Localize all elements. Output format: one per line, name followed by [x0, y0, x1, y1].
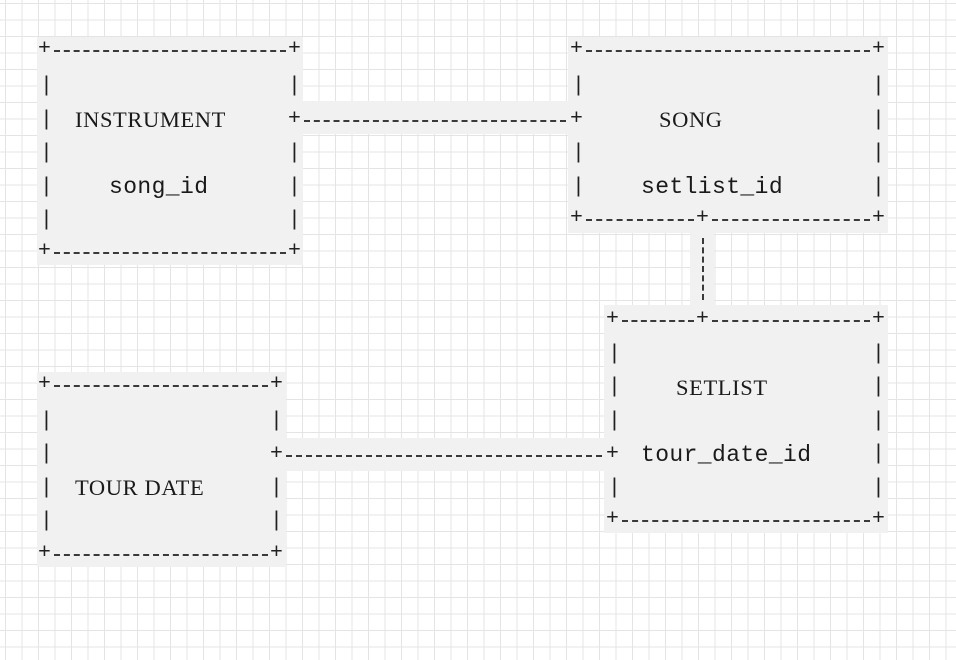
instrument-side-left-1: |: [40, 74, 53, 98]
tour-date-corner-br: +: [270, 541, 283, 565]
instrument-connector-left-end: +: [288, 107, 301, 131]
tour-date-border-top: [54, 385, 268, 387]
instrument-box-highlight: [37, 37, 303, 265]
song-connector-right-end: +: [570, 107, 583, 131]
setlist-side-right-5: |: [872, 476, 885, 500]
tour-date-side-right-3: |: [270, 476, 283, 500]
instrument-side-right-4: |: [288, 175, 301, 199]
setlist-side-right-3: |: [872, 409, 885, 433]
instrument-side-left-3: |: [40, 141, 53, 165]
setlist-border-bottom: [622, 520, 870, 522]
song-field: setlist_id: [641, 174, 784, 200]
tour-date-corner-tr: +: [270, 372, 283, 396]
setlist-box-highlight: [604, 305, 888, 533]
tour-date-side-right-1: |: [270, 409, 283, 433]
setlist-border-top-right: [712, 320, 870, 322]
instrument-side-left-4: |: [40, 175, 53, 199]
song-corner-bm: +: [696, 206, 709, 230]
instrument-corner-tl: +: [38, 37, 51, 61]
setlist-corner-br: +: [872, 507, 885, 531]
instrument-side-right-3: |: [288, 141, 301, 165]
song-corner-tl: +: [570, 37, 583, 61]
song-corner-br: +: [872, 206, 885, 230]
setlist-side-left-3: |: [608, 409, 621, 433]
instrument-border-top: [54, 50, 286, 52]
tour-date-entity-name: TOUR DATE: [75, 475, 205, 500]
song-box-highlight: [568, 37, 888, 233]
setlist-field: tour_date_id: [641, 442, 812, 468]
tourdate-setlist-line: [286, 455, 602, 457]
setlist-side-left-2: |: [608, 375, 621, 399]
instrument-song-link-highlight: [300, 101, 570, 134]
instrument-corner-br: +: [288, 239, 301, 263]
setlist-connector-right-end: +: [606, 442, 619, 466]
tour-date-side-right-4: |: [270, 509, 283, 533]
song-side-right-4: |: [872, 175, 885, 199]
song-setlist-line: [702, 238, 704, 300]
song-border-bottom-left: [586, 219, 694, 221]
setlist-border-top-left: [622, 320, 694, 322]
song-side-right-1: |: [872, 74, 885, 98]
instrument-song-line: [304, 120, 566, 122]
song-side-right-2: |: [872, 108, 885, 132]
setlist-corner-bl: +: [606, 507, 619, 531]
instrument-field: song_id: [109, 174, 209, 200]
song-border-top: [586, 50, 870, 52]
instrument-side-left-2: |: [40, 108, 53, 132]
song-corner-tr: +: [872, 37, 885, 61]
song-side-left-3: |: [572, 141, 585, 165]
tour-date-corner-bl: +: [38, 541, 51, 565]
tour-date-box-highlight: [37, 372, 286, 567]
tour-date-corner-tl: +: [38, 372, 51, 396]
instrument-entity-name: INSTRUMENT: [75, 107, 226, 132]
setlist-side-right-4: |: [872, 442, 885, 466]
tourdate-setlist-link-highlight: [280, 438, 610, 471]
instrument-corner-tr: +: [288, 37, 301, 61]
setlist-side-left-5: |: [608, 476, 621, 500]
tour-date-side-left-4: |: [40, 509, 53, 533]
instrument-side-right-1: |: [288, 74, 301, 98]
tour-date-side-left-1: |: [40, 409, 53, 433]
tour-date-border-bottom: [54, 554, 268, 556]
song-side-left-1: |: [572, 74, 585, 98]
setlist-corner-tr: +: [872, 307, 885, 331]
song-side-right-3: |: [872, 141, 885, 165]
tour-date-connector-left-end: +: [270, 442, 283, 466]
setlist-side-right-2: |: [872, 375, 885, 399]
song-corner-bl: +: [570, 206, 583, 230]
instrument-side-left-5: |: [40, 208, 53, 232]
setlist-side-left-1: |: [608, 342, 621, 366]
setlist-entity-name: SETLIST: [676, 375, 768, 400]
tour-date-side-left-3: |: [40, 476, 53, 500]
song-border-bottom-right: [712, 219, 870, 221]
instrument-border-bottom: [54, 252, 286, 254]
tour-date-side-left-2: |: [40, 442, 53, 466]
setlist-side-right-1: |: [872, 342, 885, 366]
song-entity-name: SONG: [659, 107, 723, 132]
instrument-side-right-5: |: [288, 208, 301, 232]
song-side-left-4: |: [572, 175, 585, 199]
setlist-corner-tm: +: [696, 307, 709, 331]
setlist-corner-tl: +: [606, 307, 619, 331]
instrument-corner-bl: +: [38, 239, 51, 263]
